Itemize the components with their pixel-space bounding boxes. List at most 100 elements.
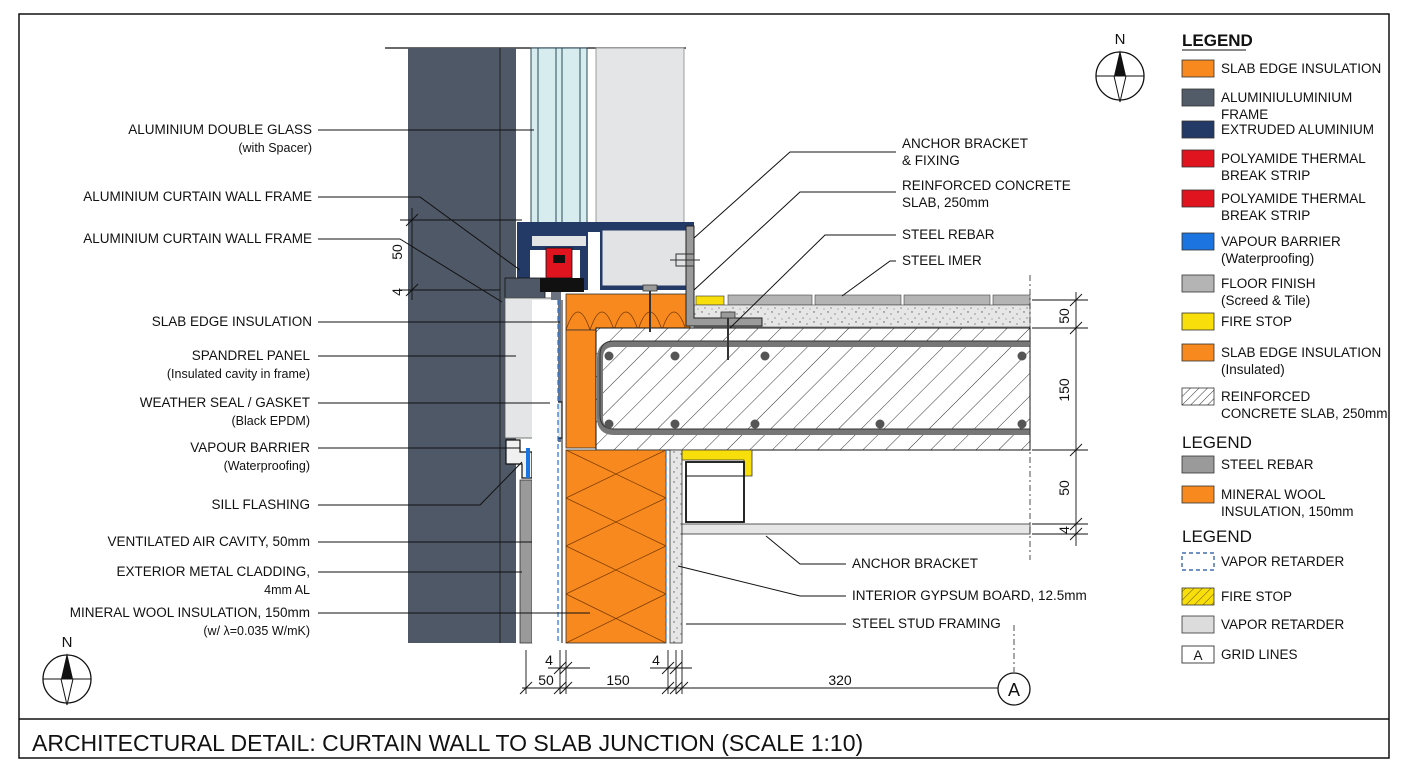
dim-right-50-bottom: 50 [1056, 480, 1072, 496]
label-anchor-bracket-fixing-sub: & FIXING [902, 153, 960, 168]
legend-label-sub: BREAK STRIP [1221, 208, 1310, 223]
north-arrow-bottom: N [42, 634, 92, 706]
interior-wall [595, 47, 685, 224]
legend-label: ALUMINIULUMINIUM [1221, 90, 1352, 105]
label-concrete-slab: REINFORCED CONCRETE [902, 178, 1071, 193]
right-annotations: ANCHOR BRACKET & FIXING REINFORCED CONCR… [677, 136, 1087, 631]
legend-swatch [1181, 189, 1215, 208]
dim-bottom-150: 150 [606, 672, 630, 688]
legend: LEGEND SLAB EDGE INSULATION ALUMINIULUMIN… [1181, 31, 1388, 664]
legend-label: STEEL REBAR [1221, 457, 1314, 472]
dim-right-150: 150 [1056, 378, 1072, 402]
label-double-glass-sub: (with Spacer) [238, 141, 312, 155]
legend-label: VAPOR RETARDER [1221, 554, 1345, 569]
label-air-cavity: VENTILATED AIR CAVITY, 50mm [107, 534, 310, 549]
legend-swatch [1181, 232, 1215, 251]
label-weather-seal: WEATHER SEAL / GASKET [140, 395, 310, 410]
label-double-glass: ALUMINIUM DOUBLE GLASS [128, 122, 312, 137]
legend-label-sub: (Waterproofing) [1221, 251, 1314, 266]
legend-swatch [1181, 312, 1215, 331]
vapour-barrier [526, 448, 530, 478]
label-mineral-wool-sub: (w/ λ=0.035 W/mK) [203, 624, 310, 638]
legend-label: GRID LINES [1221, 647, 1298, 662]
label-spandrel-panel-sub: (Insulated cavity in frame) [167, 367, 310, 381]
metal-cladding [519, 479, 533, 644]
label-concrete-slab-sub: SLAB, 250mm [902, 195, 989, 210]
legend-item: SLAB EDGE INSULATION (Insulated) [1181, 343, 1381, 377]
label-mineral-wool: MINERAL WOOL INSULATION, 150mm [70, 605, 310, 620]
dim-bottom-320: 320 [828, 672, 852, 688]
drawing-title: ARCHITECTURAL DETAIL: CURTAIN WALL TO SL… [32, 730, 863, 756]
legend-label: REINFORCED [1221, 389, 1311, 404]
curtain-wall-frame [504, 222, 694, 299]
label-frame-1: ALUMINIUM CURTAIN WALL FRAME [83, 189, 312, 204]
grid-bubble [997, 672, 1031, 706]
label-steel-imer: STEEL IMER [902, 253, 982, 268]
legend-item: VAPOR RETARDER [1181, 552, 1345, 571]
label-gypsum-board: INTERIOR GYPSUM BOARD, 12.5mm [852, 588, 1087, 603]
dim-right-4: 4 [1056, 526, 1072, 534]
gypsum-board [669, 449, 683, 644]
dim-bottom-4-left: 4 [545, 652, 553, 668]
legend-swatch [1181, 274, 1215, 293]
legend-swatch [1181, 485, 1215, 504]
legend-swatch [1181, 88, 1215, 107]
north-label-top: N [1115, 31, 1126, 48]
label-metal-cladding-sub: 4mm AL [264, 583, 310, 597]
label-anchor-bracket: ANCHOR BRACKET [852, 556, 978, 571]
legend-label-sub: INSULATION, 150mm [1221, 504, 1354, 519]
air-cavity [532, 300, 558, 643]
legend-swatch [1181, 552, 1215, 571]
north-label-bottom: N [62, 634, 73, 651]
dim-left-4: 4 [389, 288, 405, 296]
dim-bottom-50: 50 [538, 672, 554, 688]
dimensions: 50 4 50 150 50 4 [389, 208, 1088, 706]
legend-heading-2: LEGEND [1182, 433, 1252, 452]
legend-label: MINERAL WOOL [1221, 487, 1326, 502]
label-sill-flashing: SILL FLASHING [211, 497, 310, 512]
legend-swatch [1181, 645, 1215, 664]
north-arrow-top: N [1095, 31, 1145, 103]
legend-swatch [1181, 615, 1215, 634]
legend-item: STEEL REBAR [1181, 455, 1314, 474]
section-detail [385, 47, 1031, 672]
label-steel-rebar: STEEL REBAR [902, 227, 995, 242]
label-spandrel-panel: SPANDREL PANEL [192, 348, 311, 363]
label-vapour-barrier: VAPOUR BARRIER [190, 440, 310, 455]
legend-item: SLAB EDGE INSULATION [1181, 59, 1381, 78]
legend-label: VAPOR RETARDER [1221, 617, 1345, 632]
legend-swatch [1181, 343, 1215, 362]
legend-swatch [1181, 455, 1215, 474]
left-annotations: ALUMINIUM DOUBLE GLASS (with Spacer) ALU… [70, 122, 590, 638]
label-vapour-barrier-sub: (Waterproofing) [224, 459, 310, 473]
legend-swatch [1181, 149, 1215, 168]
legend-label: SLAB EDGE INSULATION [1221, 345, 1381, 360]
legend-item: VAPOUR BARRIER (Waterproofing) [1181, 232, 1341, 266]
legend-swatch [1181, 587, 1215, 606]
legend-swatch [1181, 120, 1215, 139]
dim-right-50-top: 50 [1056, 308, 1072, 324]
slab-edge-insulation-vertical [565, 329, 597, 449]
slab-edge-insulation [565, 293, 691, 332]
legend-label-sub: (Insulated) [1221, 362, 1285, 377]
legend-item: EXTRUDED ALUMINIUM [1181, 120, 1374, 139]
legend-item: FIRE STOP [1181, 587, 1292, 606]
legend-swatch [1181, 59, 1215, 78]
legend-label-sub: BREAK STRIP [1221, 168, 1310, 183]
legend-item: FLOOR FINISH(Screed & Tile) [1181, 274, 1316, 308]
legend-label: VAPOUR BARRIER [1221, 234, 1341, 249]
floor-finish [693, 294, 1031, 328]
label-anchor-bracket-fixing: ANCHOR BRACKET [902, 136, 1028, 151]
legend-label: SLAB EDGE INSULATION [1221, 61, 1381, 76]
legend-item: FIRE STOP [1181, 312, 1292, 331]
legend-label: FIRE STOP [1221, 589, 1292, 604]
legend-label: POLYAMIDE THERMAL [1221, 191, 1366, 206]
legend-heading-1: LEGEND [1182, 31, 1253, 50]
